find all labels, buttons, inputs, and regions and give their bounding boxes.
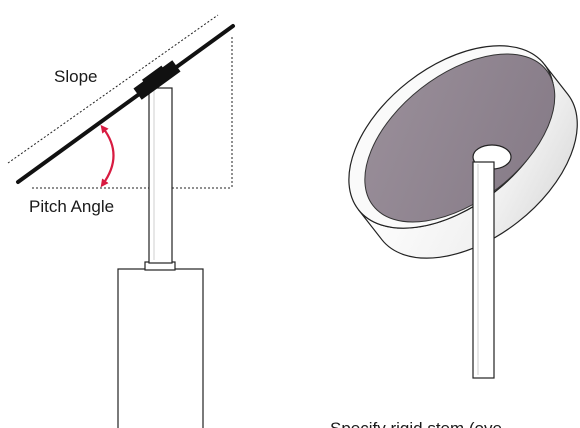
rigid-stem: [472, 161, 495, 379]
tilted-disc: [348, 45, 578, 259]
pitch-angle-arc: [100, 124, 115, 188]
mount-clamp: [133, 60, 181, 100]
caption-text: Specify rigid stem (ove: [330, 419, 502, 428]
slope-label: Slope: [54, 67, 97, 86]
left-diagram: Slope Pitch Angle: [7, 14, 235, 428]
slope-line: [16, 24, 235, 184]
stem: [148, 87, 173, 264]
dotted-parallel-line: [7, 14, 219, 164]
right-diagram: Specify rigid stem (ove: [330, 45, 578, 428]
pitch-angle-label: Pitch Angle: [29, 197, 114, 216]
base-block: [117, 268, 204, 428]
disc-face: [364, 53, 556, 223]
